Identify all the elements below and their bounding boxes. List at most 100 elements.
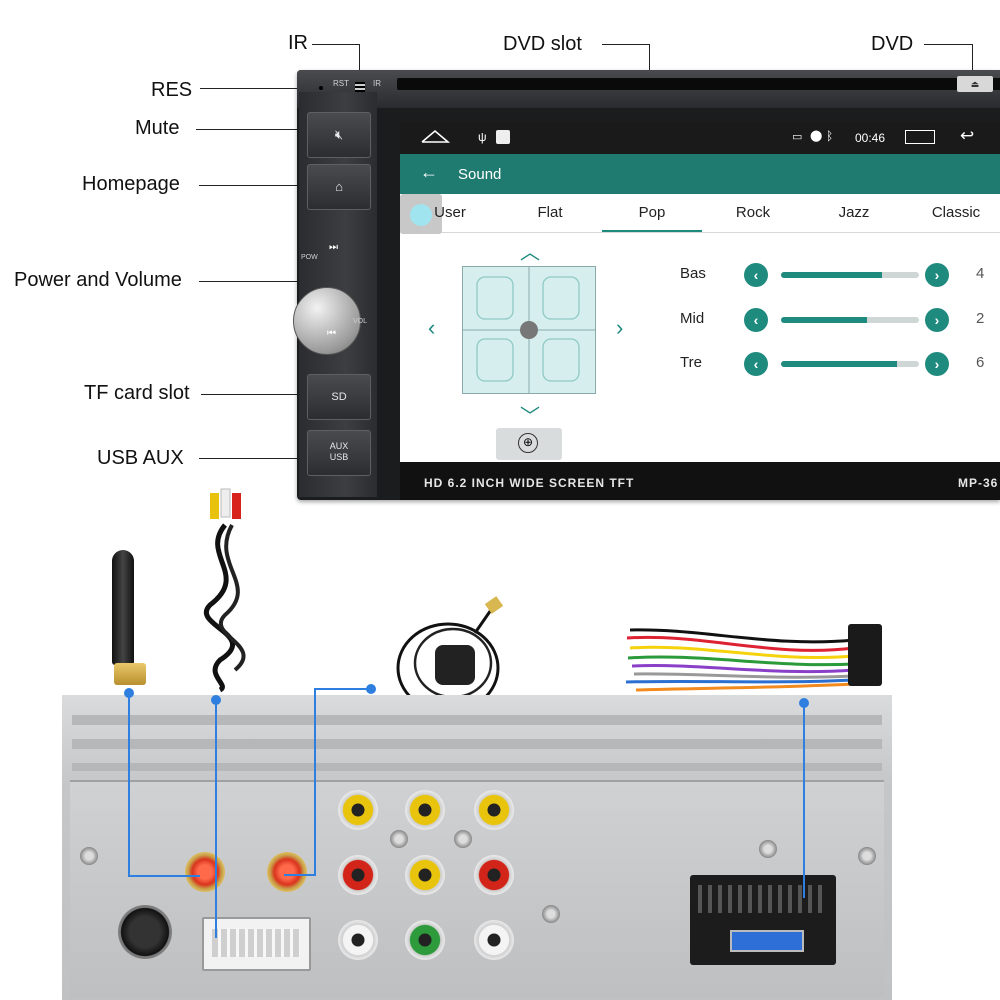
dvd-eject-button[interactable]: ⏏ — [957, 76, 993, 92]
head-unit: RST IR ⏏ 🔇︎ ⌂ ⏭ POW VOL ⏮ SD AUX USB — [293, 70, 1000, 500]
mute-button[interactable]: 🔇︎ — [307, 112, 371, 158]
bluetooth-icon: ᛒ — [826, 129, 834, 143]
rca-jack-red — [338, 855, 378, 895]
chevron-down-icon[interactable]: ﹀ — [520, 406, 540, 428]
wire-harness — [622, 618, 884, 698]
callout-usb-aux: USB AUX — [97, 447, 184, 469]
increase-button[interactable]: › — [925, 352, 949, 376]
tab-jazz[interactable]: Jazz — [838, 204, 870, 221]
connector-line-gps — [314, 688, 316, 876]
usb-aux-port[interactable]: AUX USB — [307, 430, 371, 476]
callout-homepage: Homepage — [82, 173, 180, 195]
eq-slider[interactable] — [781, 361, 919, 367]
eq-slider[interactable] — [781, 317, 919, 323]
connector-line-wifi-h — [128, 875, 200, 877]
fuse — [730, 930, 804, 952]
eq-row-mid: Mid ‹ › 2 — [680, 307, 990, 333]
seat-balance-grid[interactable] — [462, 266, 596, 394]
callout-dvd: DVD — [871, 33, 914, 55]
prev-track-icon[interactable]: ⏮ — [327, 328, 336, 339]
seat-icons — [463, 267, 595, 393]
connector-line-harness — [803, 703, 805, 898]
reset-hole[interactable] — [319, 86, 323, 90]
eq-fill — [781, 272, 882, 278]
callout-line-dvd — [924, 44, 973, 45]
back-icon[interactable]: ↩ — [960, 126, 975, 145]
eq-fill — [781, 317, 867, 323]
callout-line-power-volume — [199, 281, 317, 282]
connector-line-rca — [215, 700, 217, 938]
screen-spec-text: HD 6.2 INCH WIDE SCREEN TFT — [424, 476, 635, 490]
reset-balance-button[interactable]: ⊕ — [496, 428, 562, 460]
recent-apps-icon[interactable] — [905, 130, 935, 144]
eq-label: Mid — [680, 310, 705, 327]
rca-jack-yellow — [405, 855, 445, 895]
rca-jack-yellow — [474, 790, 514, 830]
screw — [542, 905, 560, 923]
callout-line-homepage — [199, 185, 317, 186]
reset-balance-icon: ⊕ — [518, 433, 538, 453]
harness-socket — [690, 875, 836, 965]
callout-line-tf-card — [201, 394, 317, 395]
connector-line-wifi — [128, 693, 130, 877]
tab-rock[interactable]: Rock — [735, 204, 771, 221]
tab-flat[interactable]: Flat — [537, 204, 563, 221]
rca-jack-red — [474, 855, 514, 895]
callout-line-mute — [196, 129, 316, 130]
app-icon — [496, 130, 510, 144]
tab-pop[interactable]: Pop — [602, 194, 702, 232]
chevron-up-icon[interactable]: ︿ — [520, 242, 540, 264]
rst-label: RST — [333, 79, 349, 88]
home-icon: ⌂ — [335, 179, 343, 194]
callout-line-ir-drop — [359, 44, 360, 82]
fin — [72, 763, 882, 771]
home-icon[interactable] — [420, 128, 451, 144]
decrease-button[interactable]: ‹ — [744, 308, 768, 332]
wifi-antenna-jack — [185, 852, 225, 892]
callout-line-res — [200, 88, 320, 89]
screw — [390, 830, 408, 848]
screw — [454, 830, 472, 848]
callout-line-dvd-drop — [972, 44, 973, 80]
mute-icon: 🔇︎ — [334, 127, 344, 142]
eq-slider[interactable] — [781, 272, 919, 278]
increase-button[interactable]: › — [925, 308, 949, 332]
power-volume-knob[interactable] — [293, 287, 361, 355]
back-arrow-icon[interactable]: ← — [420, 162, 438, 182]
chevron-right-icon[interactable]: › — [616, 315, 624, 340]
callout-dvd-slot: DVD slot — [503, 33, 582, 55]
next-track-icon[interactable]: ⏭ — [329, 242, 338, 253]
vol-label: VOL — [353, 318, 368, 325]
callout-tf-card: TF card slot — [84, 382, 190, 404]
rca-jack-white — [338, 920, 378, 960]
bezel-footer: HD 6.2 INCH WIDE SCREEN TFT MP-36 — [400, 462, 1000, 500]
clock: 00:46 — [855, 131, 886, 145]
rca-jack-white — [474, 920, 514, 960]
decrease-button[interactable]: ‹ — [744, 263, 768, 287]
chevron-left-icon[interactable]: ‹ — [428, 315, 436, 340]
cast-icon: ▭ — [792, 131, 803, 143]
rca-jack-green — [405, 920, 445, 960]
home-button[interactable]: ⌂ — [307, 164, 371, 210]
sd-card-slot[interactable]: SD — [307, 374, 371, 420]
rear-chassis — [62, 695, 892, 1000]
page-title: Sound — [458, 166, 502, 183]
aux-label: AUX — [329, 441, 349, 451]
usb-label: USB — [329, 452, 349, 462]
dvd-slot[interactable] — [397, 78, 1000, 90]
tab-classic[interactable]: Classic — [931, 204, 981, 221]
screw — [858, 847, 876, 865]
eq-value: 4 — [976, 265, 985, 282]
connector-line-gps-h — [314, 688, 370, 690]
ir-label: IR — [373, 79, 381, 88]
screw — [80, 847, 98, 865]
eq-value: 6 — [976, 354, 985, 371]
preset-tabs: User Flat Pop Rock Jazz Classic — [400, 194, 1000, 234]
touch-indicator — [400, 194, 442, 234]
tab-user[interactable]: User — [434, 204, 466, 221]
decrease-button[interactable]: ‹ — [744, 352, 768, 376]
callout-line-dvd-slot — [602, 44, 650, 45]
increase-button[interactable]: › — [925, 263, 949, 287]
wifi-antenna — [108, 550, 146, 685]
ir-sensor — [355, 82, 365, 96]
